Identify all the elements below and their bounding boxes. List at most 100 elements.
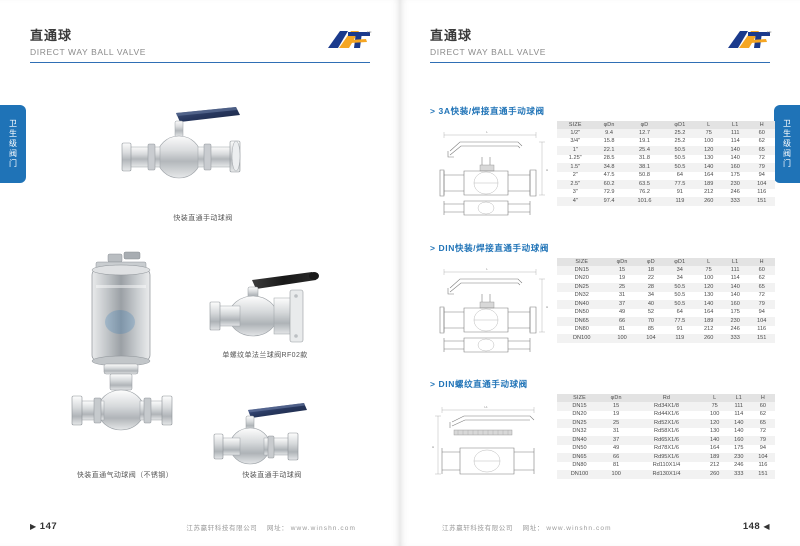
table-cell: 140	[704, 163, 714, 170]
website-left[interactable]: www.winshn.com	[290, 524, 356, 532]
table-cell: 246	[734, 462, 744, 469]
table-cell: 64	[676, 172, 684, 179]
table-cell: 79	[758, 300, 765, 307]
table-cell: 85	[647, 326, 655, 333]
table-cell: 140	[730, 283, 740, 290]
table-cell: DN32	[572, 428, 587, 435]
table-cell: 120	[703, 283, 714, 290]
table-cell: 101.6	[637, 197, 652, 204]
table-cell: 104	[757, 180, 767, 187]
column-header: H	[748, 121, 775, 130]
table-cell: 160	[730, 300, 740, 307]
table-cell: 34.8	[603, 163, 615, 170]
table-cell: 97.4	[603, 197, 615, 204]
table-cell: 333	[730, 197, 740, 204]
table-cell: 119	[675, 197, 685, 204]
table-cell: 212	[703, 326, 714, 333]
section-din-thread: > DIN螺纹直通手动球阀 L1	[430, 378, 775, 486]
product-caption-3: 快装直通气动球阀（不锈钢）	[76, 472, 174, 479]
table-cell: 60	[759, 402, 767, 409]
column-header: Rd	[630, 394, 703, 403]
table-cell: 140	[730, 146, 740, 153]
table-cell: 91	[676, 326, 683, 333]
section-3a-clamp-weld: > 3A快装/焊接直通手动球阀 L	[430, 105, 775, 219]
table-cell: 114	[734, 411, 744, 418]
product-photo-3	[62, 250, 182, 465]
page-number-left-value: 147	[39, 521, 58, 532]
company-name-left: 江苏赢轩科技有限公司	[186, 524, 258, 532]
table-cell: 15	[613, 402, 620, 409]
table-cell: DN25	[572, 419, 587, 426]
table-cell: 2"	[572, 172, 578, 179]
table-cell: 116	[757, 189, 767, 196]
column-header: SIZE	[557, 394, 602, 403]
table-cell: 22.1	[603, 146, 615, 153]
table-cell: 81	[618, 326, 626, 333]
table-cell: 260	[704, 197, 714, 204]
column-header: φD	[624, 121, 665, 130]
table-cell: 175	[730, 309, 740, 316]
table-cell: 189	[704, 180, 714, 187]
table-cell: 62	[758, 138, 765, 145]
side-tab-right-label: 卫生级阀门	[782, 119, 792, 169]
table-cell: 77.5	[674, 317, 686, 324]
table-cell: DN20	[572, 411, 587, 418]
side-tab-left-label: 卫生级阀门	[8, 119, 18, 169]
table-cell: 25	[613, 419, 620, 426]
table-cell: 260	[710, 470, 720, 477]
table-cell: 116	[757, 326, 767, 333]
section-title-2: > DIN快装/焊接直通手动球阀	[430, 243, 549, 253]
section-title-1: > 3A快装/焊接直通手动球阀	[430, 106, 545, 116]
side-tab-left[interactable]: 卫生级阀门	[0, 105, 26, 183]
website-right[interactable]: www.winshn.com	[546, 524, 612, 532]
table-cell: 230	[730, 180, 740, 187]
table-cell: 63.5	[639, 180, 650, 187]
table-cell: 189	[703, 317, 714, 324]
table-cell: 260	[703, 334, 714, 341]
side-tab-right[interactable]: 卫生级阀门	[774, 105, 800, 183]
svg-text:H: H	[432, 445, 434, 449]
table-cell: 246	[730, 189, 740, 196]
header-rule	[30, 62, 370, 63]
table-cell: 19	[613, 411, 620, 418]
table-cell: Rd110X1/4	[652, 462, 681, 469]
table-cell: 75	[705, 266, 712, 273]
right-page: 直通球 DIRECT WAY BALL VALVE TM 卫生级阀门 > 3A快…	[400, 0, 800, 546]
table-cell: 19	[618, 275, 626, 282]
table-cell: 2.5"	[570, 180, 581, 187]
table-cell: 60.2	[603, 180, 615, 187]
technical-drawing-3: L1	[430, 394, 550, 486]
table-cell: 100	[611, 470, 621, 477]
table-cell: DN15	[574, 266, 589, 273]
page-arrow-right-icon: ◀	[763, 522, 770, 531]
table-cell: 120	[710, 419, 720, 426]
technical-drawing-1: L	[430, 121, 550, 219]
table-cell: 34	[676, 266, 683, 273]
product-caption-4: 快装直通手动球阀	[242, 472, 302, 479]
table-cell: DN80	[574, 326, 589, 333]
column-header: L1	[726, 394, 751, 403]
table-cell: 4"	[572, 197, 578, 204]
table-cell: 31.8	[639, 155, 650, 162]
table-cell: DN20	[574, 275, 589, 282]
left-page-header: 直通球 DIRECT WAY BALL VALVE	[30, 28, 370, 57]
table-cell: DN40	[574, 300, 589, 307]
table-cell: 119	[675, 334, 685, 341]
table-cell: 100	[703, 275, 714, 282]
column-header: H	[750, 394, 775, 403]
product-photo-1	[118, 105, 288, 210]
table-cell: 50.5	[674, 163, 686, 170]
